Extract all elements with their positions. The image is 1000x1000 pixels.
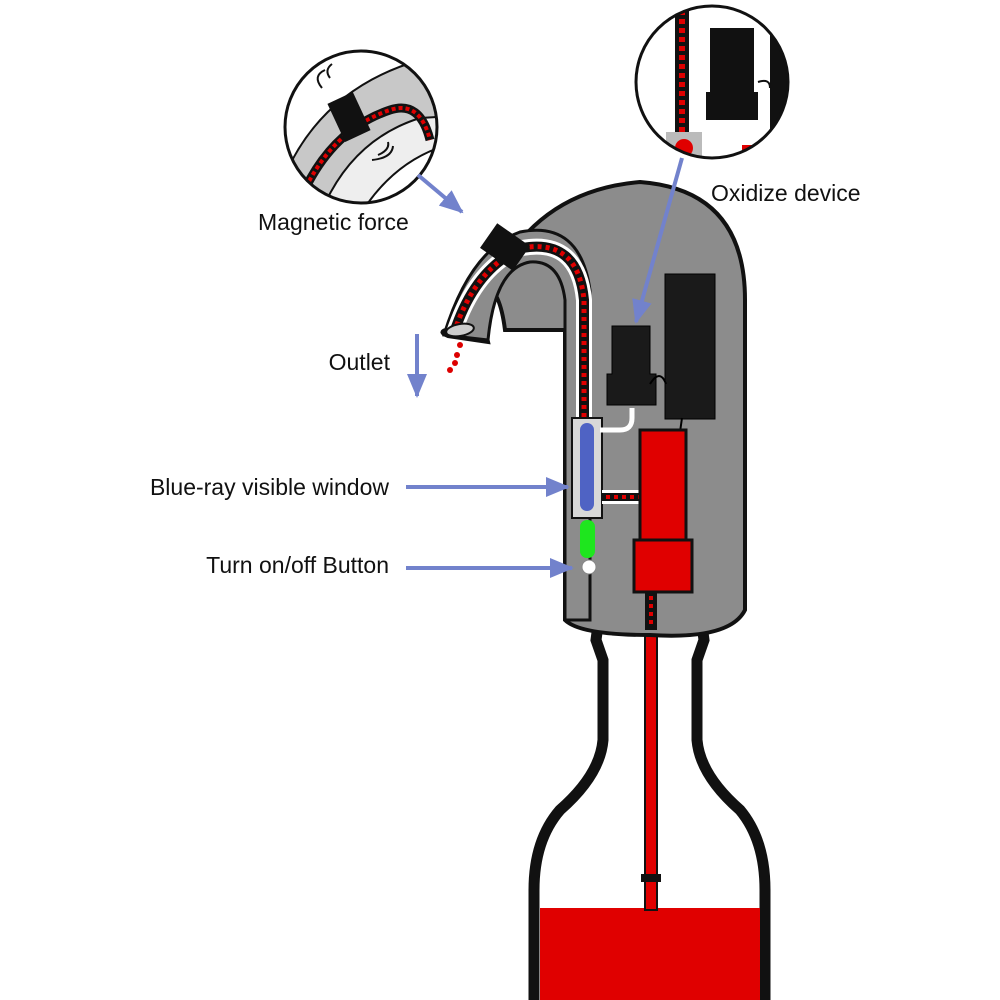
oxidize-pump-block <box>606 325 657 406</box>
power-indicator <box>580 520 595 558</box>
arrow-magnetic <box>416 173 464 214</box>
annotation-arrows <box>406 157 684 578</box>
magnetic-force-inset <box>283 49 439 205</box>
power-button[interactable] <box>581 559 597 575</box>
aerator-body <box>440 179 747 638</box>
label-oxidize-device: Oxidize device <box>711 180 861 206</box>
blue-ray-window <box>580 423 594 511</box>
battery-block <box>664 273 716 420</box>
oxidize-device-inset <box>634 4 790 160</box>
dip-tube <box>644 599 658 911</box>
wine-level <box>540 908 760 1000</box>
arrow-oxidize <box>632 157 684 324</box>
red-pump-top <box>638 428 688 542</box>
label-power-button: Turn on/off Button <box>206 552 389 578</box>
red-pump-base <box>632 538 694 594</box>
label-outlet: Outlet <box>329 349 391 375</box>
label-blue-ray-window: Blue-ray visible window <box>150 474 389 500</box>
wine-bottle <box>528 599 771 1000</box>
label-magnetic-force: Magnetic force <box>258 209 409 235</box>
magnet-band <box>480 223 530 271</box>
